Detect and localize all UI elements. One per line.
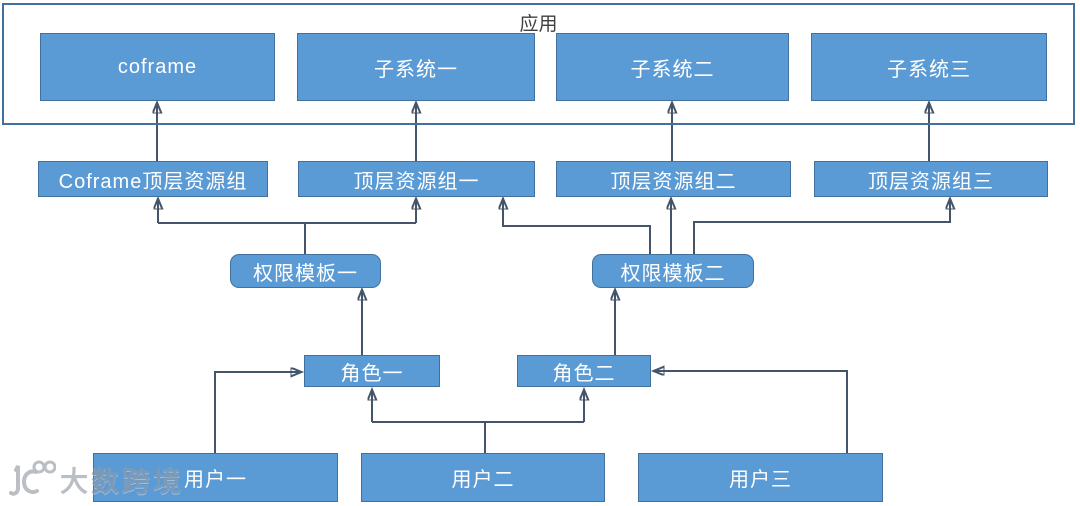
node-permission-template1: 权限模板一 [230,254,381,288]
node-permission-template2: 权限模板二 [592,254,754,288]
node-role2: 角色二 [517,355,651,387]
watermark-logo-icon [9,460,56,496]
edge-user3-to-role2 [654,371,848,453]
node-user1: 用户一 [93,453,338,502]
node-resource-group3: 顶层资源组三 [814,161,1048,197]
edge-user1-to-role1 [214,372,301,453]
node-coframe: coframe [40,33,275,101]
node-coframe-resource-group: Coframe顶层资源组 [38,161,268,197]
app-boundary: 应用 [2,3,1075,125]
node-subsystem2: 子系统二 [556,33,789,101]
node-user3: 用户三 [638,453,883,502]
node-role1: 角色一 [304,355,440,387]
node-resource-group1: 顶层资源组一 [298,161,535,197]
node-subsystem1: 子系统一 [297,33,535,101]
node-user2: 用户二 [361,453,605,502]
app-boundary-label: 应用 [519,14,558,35]
edge-template2-to-group3 [693,199,950,254]
watermark: 大数跨境 [6,458,184,502]
watermark-text: 大数跨境 [60,466,185,497]
node-resource-group2: 顶层资源组二 [556,161,791,197]
node-subsystem3: 子系统三 [811,33,1047,101]
edge-template2-to-group1 [503,199,651,254]
